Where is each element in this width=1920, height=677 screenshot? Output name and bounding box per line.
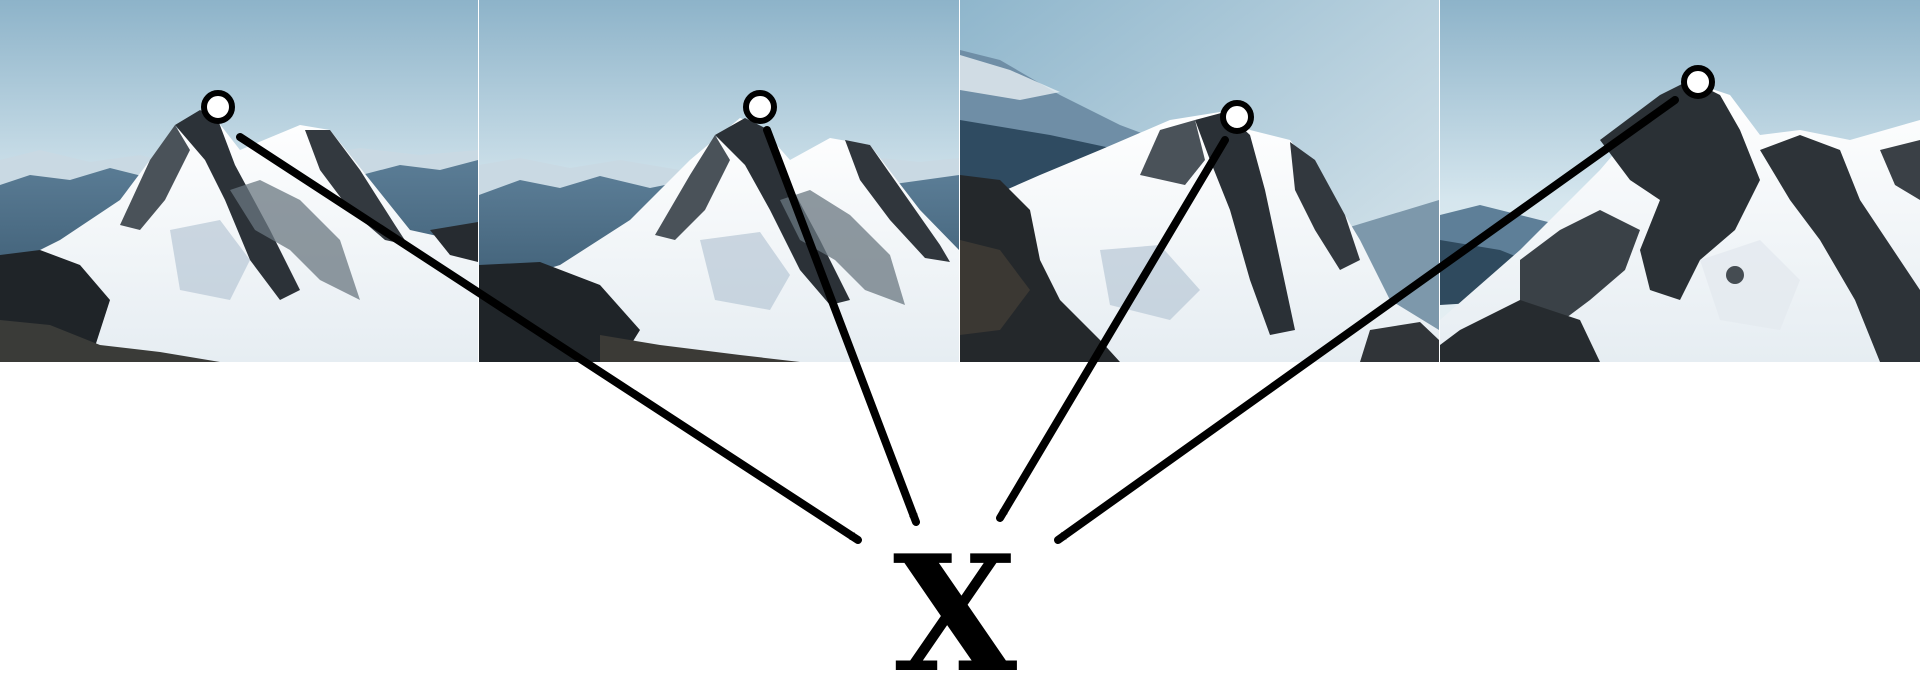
mountain-photo-view-1 xyxy=(0,0,478,362)
keypoint-view-3 xyxy=(1223,103,1251,131)
keypoint-view-2 xyxy=(746,93,774,121)
keypoint-view-1 xyxy=(204,93,232,121)
keypoint-view-4 xyxy=(1684,68,1712,96)
mountain-photo-view-4-closeup xyxy=(1440,0,1920,362)
mountain-photo-view-2 xyxy=(479,0,959,362)
target-point-label: X xyxy=(893,520,1017,677)
